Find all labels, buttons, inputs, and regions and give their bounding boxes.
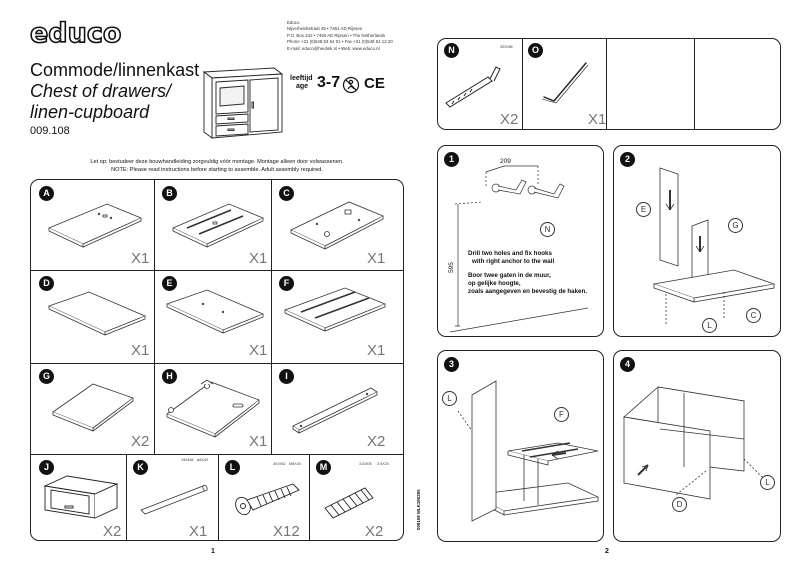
title-dutch: Commode/linnenkast [30, 60, 200, 80]
part-n-hook-drawing [445, 66, 501, 108]
step-3-callout-f: F [554, 407, 569, 422]
part-c-badge: C [279, 186, 294, 201]
part-b-panel-drawing [172, 203, 264, 248]
step-1-vertical-measure: 595 [447, 262, 455, 273]
step-3-panel: 3 L F [437, 350, 604, 542]
age-value: 3-7 [317, 74, 341, 91]
step-2-callout-c: C [746, 308, 761, 323]
part-m-size: 3.5X20 [377, 462, 390, 466]
hardware-panel: N 302086 X2 O X1 [437, 38, 781, 130]
part-j-drawer-drawing [43, 475, 119, 519]
step-1-badge: 1 [444, 152, 459, 167]
step-2-callout-e: E [636, 202, 651, 217]
title-english-1: Chest of drawers/ [30, 81, 172, 101]
svg-text:educo: educo [30, 18, 121, 49]
part-i-rail-drawing [292, 387, 378, 434]
step-4-callout-l: L [760, 475, 775, 490]
part-l-bolt-drawing [235, 483, 300, 516]
part-m-qty: X2 [365, 523, 384, 540]
part-k-dowel-drawing [140, 484, 208, 515]
part-a-panel-drawing [48, 203, 143, 248]
part-k-size: ø8X40 [197, 458, 209, 462]
step-2-callout-l: L [702, 318, 717, 333]
part-g-panel-drawing [52, 383, 134, 432]
part-h-badge: H [162, 369, 177, 384]
part-o-badge: O [528, 43, 543, 58]
part-d-qty: X1 [131, 342, 150, 359]
part-e-panel-drawing [165, 289, 265, 334]
part-b-badge: B [162, 186, 177, 201]
step-4-callout-d: D [672, 497, 687, 512]
step-4-badge: 4 [620, 357, 635, 372]
part-o-qty: X1 [588, 111, 607, 128]
part-l-size: M6X40 [289, 462, 302, 466]
step-1-wall-drawing [449, 165, 589, 333]
step-2-panel: 2 E G C L [613, 145, 781, 337]
part-d-badge: D [39, 276, 54, 291]
step-1-horizontal-measure: 209 [500, 158, 511, 165]
part-e-qty: X1 [249, 342, 268, 359]
step-1-text-en: Drill two holes and fix hooks with right… [468, 250, 555, 265]
part-f-panel-drawing [283, 287, 387, 332]
step-3-badge: 3 [444, 357, 459, 372]
child-warning-icon [342, 76, 360, 94]
part-l-qty: X12 [273, 523, 300, 540]
part-o-allen-key-drawing [541, 62, 589, 104]
part-a-qty: X1 [131, 250, 150, 267]
step-4-panel: 4 L D [613, 350, 781, 542]
page-number-right: 2 [605, 548, 609, 555]
part-n-code: 302086 [500, 45, 513, 49]
step-4-assembly-drawing [623, 386, 765, 500]
step-2-assembly-drawing [652, 167, 776, 326]
document-code: 009108 WLK190295 [416, 489, 421, 530]
part-i-badge: I [279, 369, 294, 384]
part-a-badge: A [39, 186, 54, 201]
step-1-callout-n: N [540, 222, 555, 237]
part-g-badge: G [39, 369, 54, 384]
page-number-left: 1 [211, 548, 215, 555]
step-3-callout-l: L [442, 391, 457, 406]
part-g-qty: X2 [131, 433, 150, 450]
part-l-badge: L [225, 460, 240, 475]
part-k-qty: X1 [189, 523, 208, 540]
step-2-callout-g: G [728, 218, 743, 233]
part-b-qty: X1 [249, 250, 268, 267]
part-e-badge: E [162, 276, 177, 291]
part-j-qty: X2 [103, 523, 122, 540]
part-n-badge: N [444, 43, 459, 58]
company-address: Educo Nijverheidsstraat 45 • 7461 AD Rij… [287, 20, 393, 51]
product-code: 009.108 [30, 125, 70, 137]
part-c-panel-drawing [290, 201, 384, 250]
part-h-panel-drawing [166, 379, 260, 438]
step-1-panel: 1 209 595 N Drill two holes and fix hook… [437, 145, 604, 337]
educo-logo: educo [29, 17, 122, 50]
parts-panel: A X1 B X1 C X1 D X1 E [30, 179, 404, 541]
step-2-badge: 2 [620, 152, 635, 167]
part-n-qty: X2 [500, 111, 519, 128]
step-1-text-nl: Boor twee gaten in de muur, op gelijke h… [468, 272, 587, 295]
part-f-qty: X1 [367, 342, 386, 359]
part-c-qty: X1 [367, 250, 386, 267]
product-title: Commode/linnenkast Chest of drawers/ lin… [30, 60, 199, 137]
part-m-plug-drawing [324, 487, 374, 519]
title-english-2: linen-cupboard [30, 102, 150, 122]
part-d-panel-drawing [47, 291, 147, 336]
part-k-code: 190484 [181, 458, 194, 462]
part-k-badge: K [133, 460, 148, 475]
ce-mark: CE [364, 75, 385, 92]
assembly-notes: Let op: bestudeer deze bouwhandleiding z… [90, 159, 344, 173]
part-j-badge: J [39, 460, 54, 475]
part-m-badge: M [316, 460, 331, 475]
part-m-code: 310305 [359, 462, 372, 466]
part-f-badge: F [279, 276, 294, 291]
step-3-assembly-drawing [457, 380, 600, 522]
part-l-code: 301962 [273, 462, 286, 466]
part-i-qty: X2 [367, 433, 386, 450]
part-h-qty: X1 [249, 433, 268, 450]
age-label: leeftijd age [290, 75, 313, 90]
cabinet-illustration [202, 67, 284, 139]
